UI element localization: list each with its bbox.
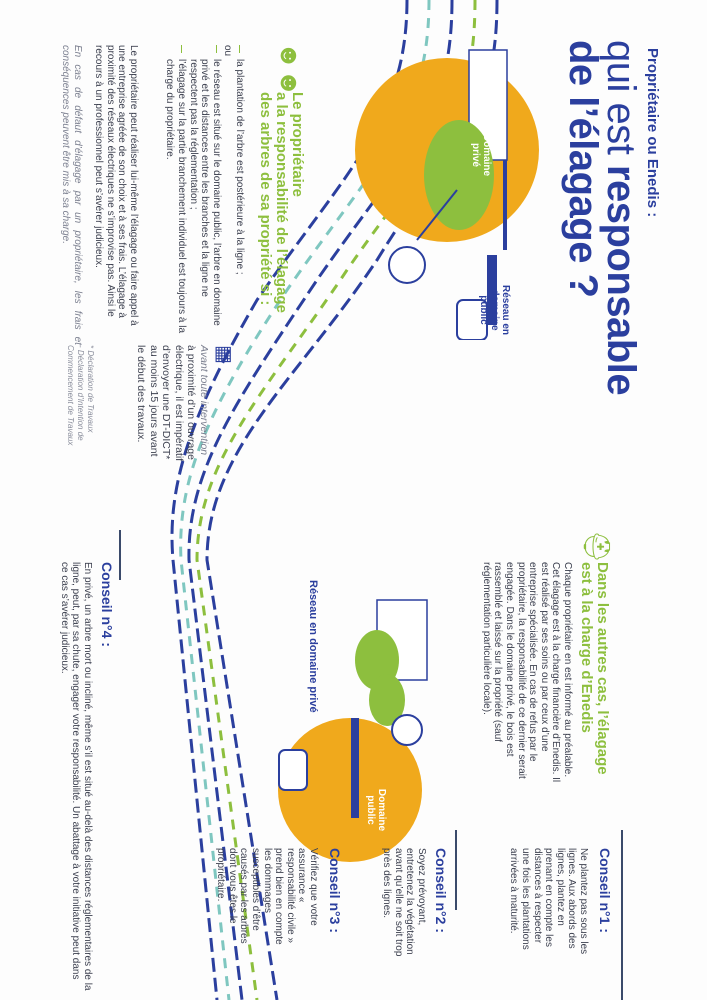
default-note: En cas de défaut d’élagage par un propri… [60, 45, 83, 345]
or-label: ou [222, 45, 234, 57]
owner-heading-line: Le propriétaire [289, 92, 306, 198]
tip-2-title: Conseil n°2 : [433, 848, 449, 933]
label-public-domain: Domaine public [365, 788, 387, 832]
private-domain-illustration [355, 49, 539, 340]
owner-heading-line: des arbres de sa propriété si : [257, 92, 274, 306]
workers-icon [388, 246, 426, 284]
enedis-worker-icon: ⛑ [582, 530, 612, 564]
tip-4-title: Conseil n°4 : [99, 562, 115, 647]
enedis-heading: Dans les autres cas, l’élagage est à la … [578, 562, 611, 775]
enedis-paragraph: Chaque propriétaire en est informé au pr… [480, 562, 573, 783]
tip-3-title: Conseil n°3 : [327, 848, 343, 933]
car-icon [456, 299, 488, 340]
tip-1-title: Conseil n°1 : [597, 848, 613, 933]
tree-icon [424, 120, 494, 230]
enedis-heading-line: est à la charge d’Enedis [578, 562, 595, 733]
kicker: Propriétaire ou Enedis : [644, 48, 661, 218]
dtdict-notice: Avant toute intervention à proximité d’u… [135, 345, 211, 463]
divider [621, 830, 623, 1000]
owner-conditions: la plantation de l’arbre est postérieure… [164, 45, 245, 335]
label-private-domain: Domaine privé [470, 133, 492, 177]
tree-icon [369, 674, 405, 726]
footnote-line: - Déclaration d’Intention de [76, 345, 85, 441]
owner-paragraph: Le propriétaire peut réaliser lui-même l… [93, 45, 139, 326]
orange-circle [278, 718, 422, 862]
page-title: qui est responsable [599, 40, 643, 396]
condition-item: le réseau est situé sur le domaine publi… [187, 45, 222, 335]
title-bold: responsable [599, 164, 643, 396]
car-icon [278, 749, 308, 791]
condition-item: l’élagage sur la partie branchement indi… [164, 45, 187, 335]
owner-people-icon: ☻☻ [275, 42, 305, 97]
tip-1-text: Ne plantez pas sous les lignes. Aux abor… [508, 848, 589, 955]
public-domain-illustration [278, 599, 428, 862]
label-private-network: Réseau en domaine privé [307, 580, 319, 713]
dtdict-intro: Avant toute intervention [198, 345, 210, 456]
label-public-network: Réseau en domaine public [478, 284, 511, 336]
tip-2-text: Soyez prévoyant, entretenez la végétatio… [381, 848, 427, 957]
footnote: * Déclaration de Travaux - Déclaration d… [65, 345, 95, 445]
tip-3-text: Vérifiez que votre assurance « responsab… [215, 848, 319, 945]
owner-heading-line: a la responsabilité de l’élagage [273, 92, 290, 313]
page-title-line2: de l’élagage ? [561, 40, 605, 298]
divider [119, 530, 121, 580]
dtdict-text: à proximité d’un ouvrage électrique, il … [135, 345, 198, 462]
title-light: qui est [599, 40, 643, 165]
workers-icon [391, 714, 423, 746]
power-line [170, 0, 409, 1000]
pruning-shears-icon [416, 189, 458, 241]
footnote-line: * Déclaration de Travaux [86, 345, 95, 433]
footnote-line: Commencement de Travaux [66, 345, 75, 446]
divider [455, 830, 457, 910]
owner-heading: Le propriétaire a la responsabilité de l… [257, 92, 306, 313]
tip-4-text: En privé, un arbre mort ou incliné, même… [58, 562, 93, 991]
power-line [205, 0, 499, 1000]
condition-item: la plantation de l’arbre est postérieure… [233, 45, 245, 335]
calendar-icon: ▦ [213, 345, 235, 364]
enedis-heading-line: Dans les autres cas, l’élagage [594, 562, 611, 775]
